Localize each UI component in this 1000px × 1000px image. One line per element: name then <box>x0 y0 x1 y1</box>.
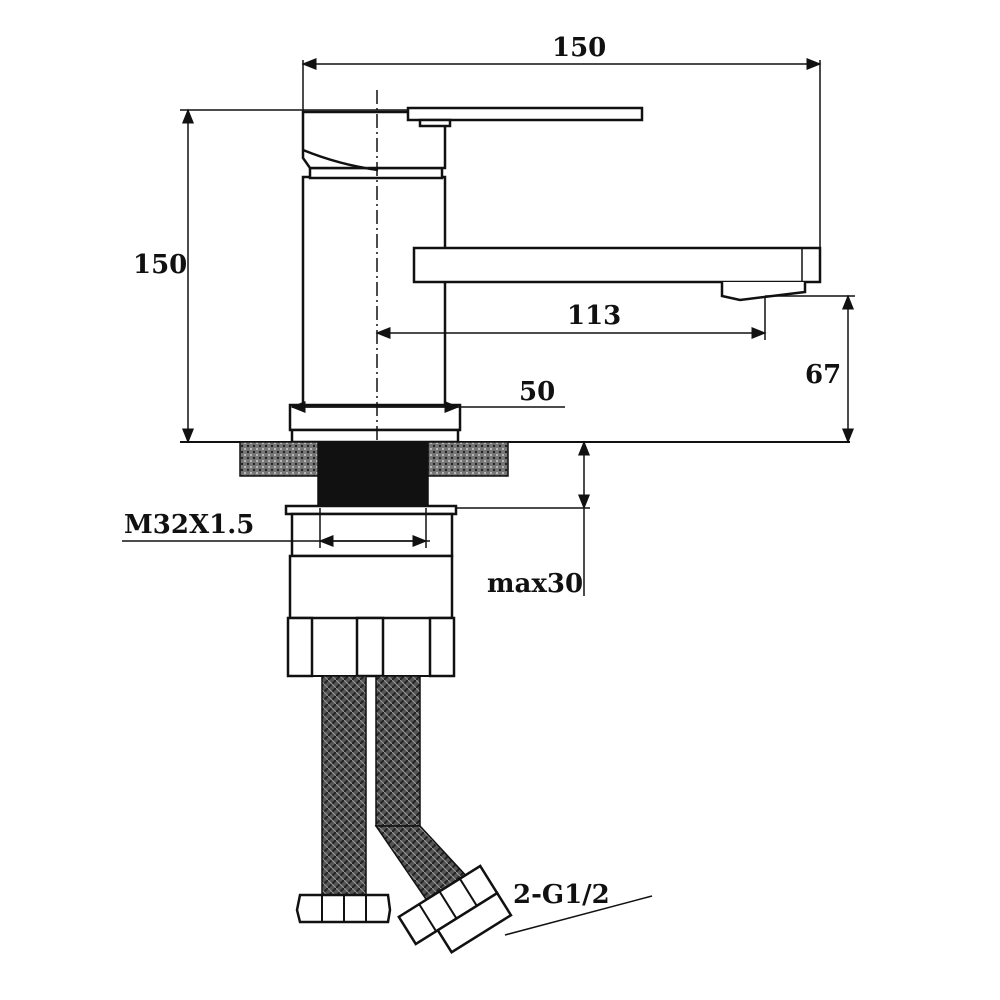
hose-left <box>321 675 367 897</box>
supply-hoses <box>295 675 513 954</box>
label-thread: M32X1.5 <box>124 510 254 540</box>
label-hose-connection: 2-G1/2 <box>513 880 610 910</box>
label-spout-height: 67 <box>805 360 841 390</box>
label-spout-reach: 113 <box>567 301 621 331</box>
label-base-diameter: 50 <box>519 377 555 407</box>
label-overall-width: 150 <box>552 33 606 63</box>
countertop <box>180 441 850 508</box>
hose-right-upper <box>375 675 421 827</box>
label-max-thickness: max30 <box>487 569 583 599</box>
hose-nut-right <box>397 864 513 954</box>
mounting-hardware <box>284 504 458 678</box>
dimension-lines <box>122 58 855 936</box>
label-overall-height: 150 <box>133 250 187 280</box>
faucet-body <box>288 90 822 444</box>
